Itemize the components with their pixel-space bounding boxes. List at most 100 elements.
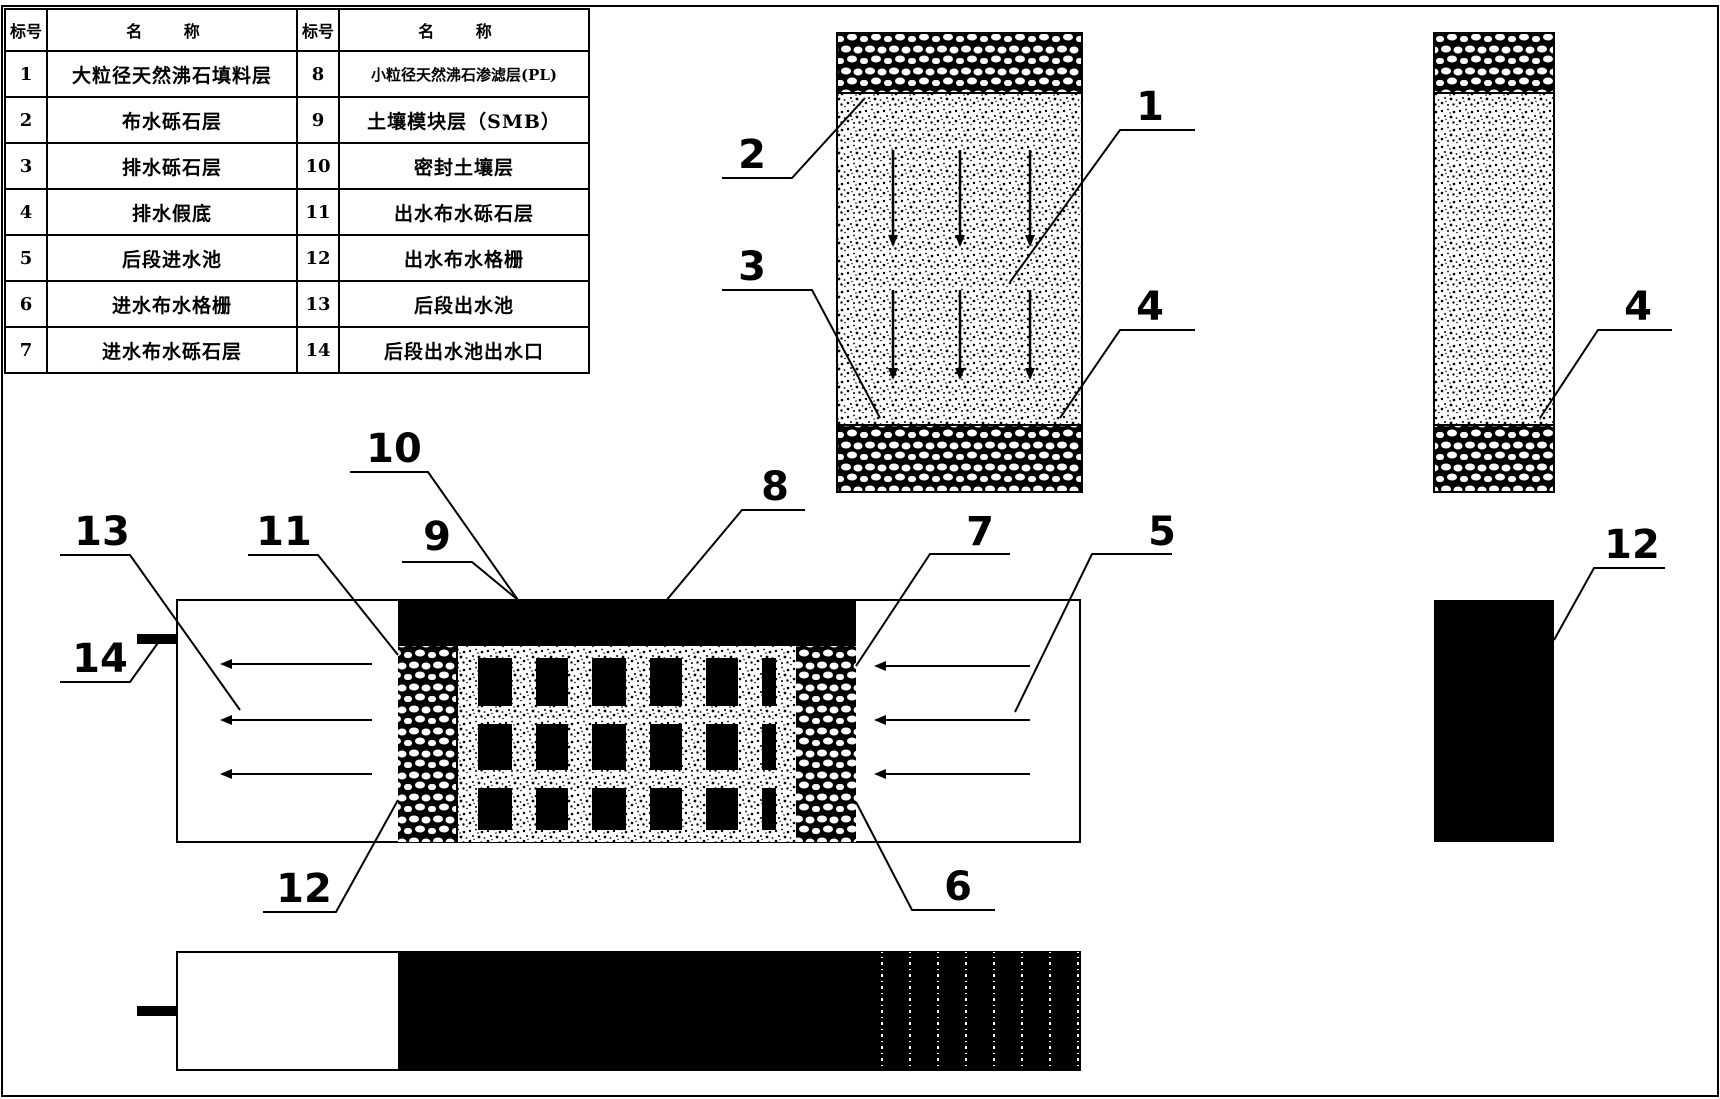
legend-name: 大粒径天然沸石填料层 [46, 50, 298, 98]
inlet-flow-arrows [874, 661, 1030, 779]
soil-module-block [650, 724, 682, 770]
legend-num: 6 [4, 280, 48, 328]
pl-band [458, 706, 796, 724]
callout-10: 10 [366, 426, 422, 472]
legend-row: 1 大粒径天然沸石填料层 8 小粒径天然沸石渗滤层(PL) [4, 50, 590, 98]
legend-num: 9 [296, 96, 340, 144]
legend-row: 7 进水布水砾石层 14 后段出水池出水口 [4, 326, 590, 374]
legend-name: 进水布水格栅 [46, 280, 298, 328]
leader-line [855, 801, 995, 911]
pl-column [512, 646, 536, 842]
callout-13: 13 [74, 509, 130, 555]
soil-module-block [536, 724, 568, 770]
bottom-black-body [398, 952, 864, 1070]
leader-line [722, 289, 881, 419]
legend-header-name: 名 称 [338, 8, 590, 52]
legend-header-num: 标号 [296, 8, 340, 52]
callout-7: 7 [966, 509, 994, 555]
soil-module-block [478, 788, 512, 830]
legend-num: 3 [4, 142, 48, 190]
callout-12-side: 12 [1604, 522, 1660, 568]
legend-name: 排水砾石层 [46, 142, 298, 190]
soil-module-block [706, 658, 738, 706]
legend-name: 土壤模块层（SMB） [338, 96, 590, 144]
soil-module-block [478, 658, 512, 706]
legend-name: 出水布水格栅 [338, 234, 590, 282]
leader-line [60, 554, 241, 711]
callout-14: 14 [72, 636, 128, 682]
legend-name: 后段出水池 [338, 280, 590, 328]
pl-column [776, 646, 796, 842]
legend-row: 2 布水砾石层 9 土壤模块层（SMB） [4, 96, 590, 144]
leader-line [1539, 329, 1672, 419]
soil-module-block [762, 788, 776, 830]
side-fill-layer [1433, 92, 1555, 426]
pl-column [738, 646, 762, 842]
legend-num: 1 [4, 50, 48, 98]
legend-name: 密封土壤层 [338, 142, 590, 190]
legend-table: 标号 名 称 标号 名 称 1 大粒径天然沸石填料层 8 小粒径天然沸石渗滤层(… [4, 8, 590, 374]
outer-frame [1, 5, 1719, 1097]
legend-num: 2 [4, 96, 48, 144]
soil-module-block [478, 724, 512, 770]
outflow-gravel-layer [398, 646, 456, 842]
leader-line [60, 639, 161, 683]
legend-num: 7 [4, 326, 48, 374]
bottom-outlet-pipe [137, 1006, 177, 1016]
leader-line [1014, 553, 1172, 713]
bottom-gravel-layer [836, 424, 1083, 493]
leader-line [722, 97, 866, 179]
callout-5: 5 [1148, 509, 1176, 555]
legend-row: 4 排水假底 11 出水布水砾石层 [4, 188, 590, 236]
legend-name: 进水布水砾石层 [46, 326, 298, 374]
leader-line [855, 553, 1010, 667]
callout-labels: 1 2 3 4 4 10 8 13 11 9 7 5 12 14 12 6 [72, 84, 1660, 912]
percolation-layer [458, 646, 796, 842]
legend-num: 5 [4, 234, 48, 282]
legend-name: 排水假底 [46, 188, 298, 236]
legend-num: 10 [296, 142, 340, 190]
legend-header-name: 名 称 [46, 8, 298, 52]
soil-modules [478, 658, 776, 830]
legend-num: 8 [296, 50, 340, 98]
callout-4: 4 [1136, 284, 1164, 330]
soil-module-block [762, 658, 776, 706]
legend-name: 小粒径天然沸石渗滤层(PL) [338, 50, 590, 98]
outlet-flow-arrows [220, 659, 372, 779]
leader-line [248, 554, 399, 656]
legend-name: 后段进水池 [46, 234, 298, 282]
legend-num: 12 [296, 234, 340, 282]
callout-8: 8 [761, 464, 789, 510]
top-gravel-layer [836, 32, 1083, 94]
soil-module-block [762, 724, 776, 770]
bottom-grid-zone [864, 952, 1080, 1070]
legend-name: 出水布水砾石层 [338, 188, 590, 236]
soil-module-block [706, 724, 738, 770]
leader-line [350, 471, 519, 601]
leader-line [1059, 329, 1195, 419]
soil-module-block [592, 658, 626, 706]
soil-module-block [706, 788, 738, 830]
legend-num: 11 [296, 188, 340, 236]
pl-band [458, 770, 796, 788]
leader-line [1009, 129, 1195, 283]
legend-row: 6 进水布水格栅 13 后段出水池 [4, 280, 590, 328]
downflow-arrows [888, 150, 1035, 380]
side-bottom-gravel [1433, 424, 1555, 493]
legend-num: 14 [296, 326, 340, 374]
plan-view [137, 599, 1081, 843]
soil-module-block [536, 658, 568, 706]
soil-module-block [650, 788, 682, 830]
legend-header-num: 标号 [4, 8, 48, 52]
callout-9: 9 [423, 514, 451, 560]
leader-line [263, 799, 399, 913]
inflow-gravel-layer [796, 646, 856, 842]
outlet-pipe [137, 634, 177, 644]
callout-2: 2 [738, 132, 766, 178]
soil-module-block [536, 788, 568, 830]
vertical-section [836, 32, 1083, 493]
pl-band [458, 830, 796, 842]
legend-num: 13 [296, 280, 340, 328]
bottom-section [137, 951, 1081, 1071]
